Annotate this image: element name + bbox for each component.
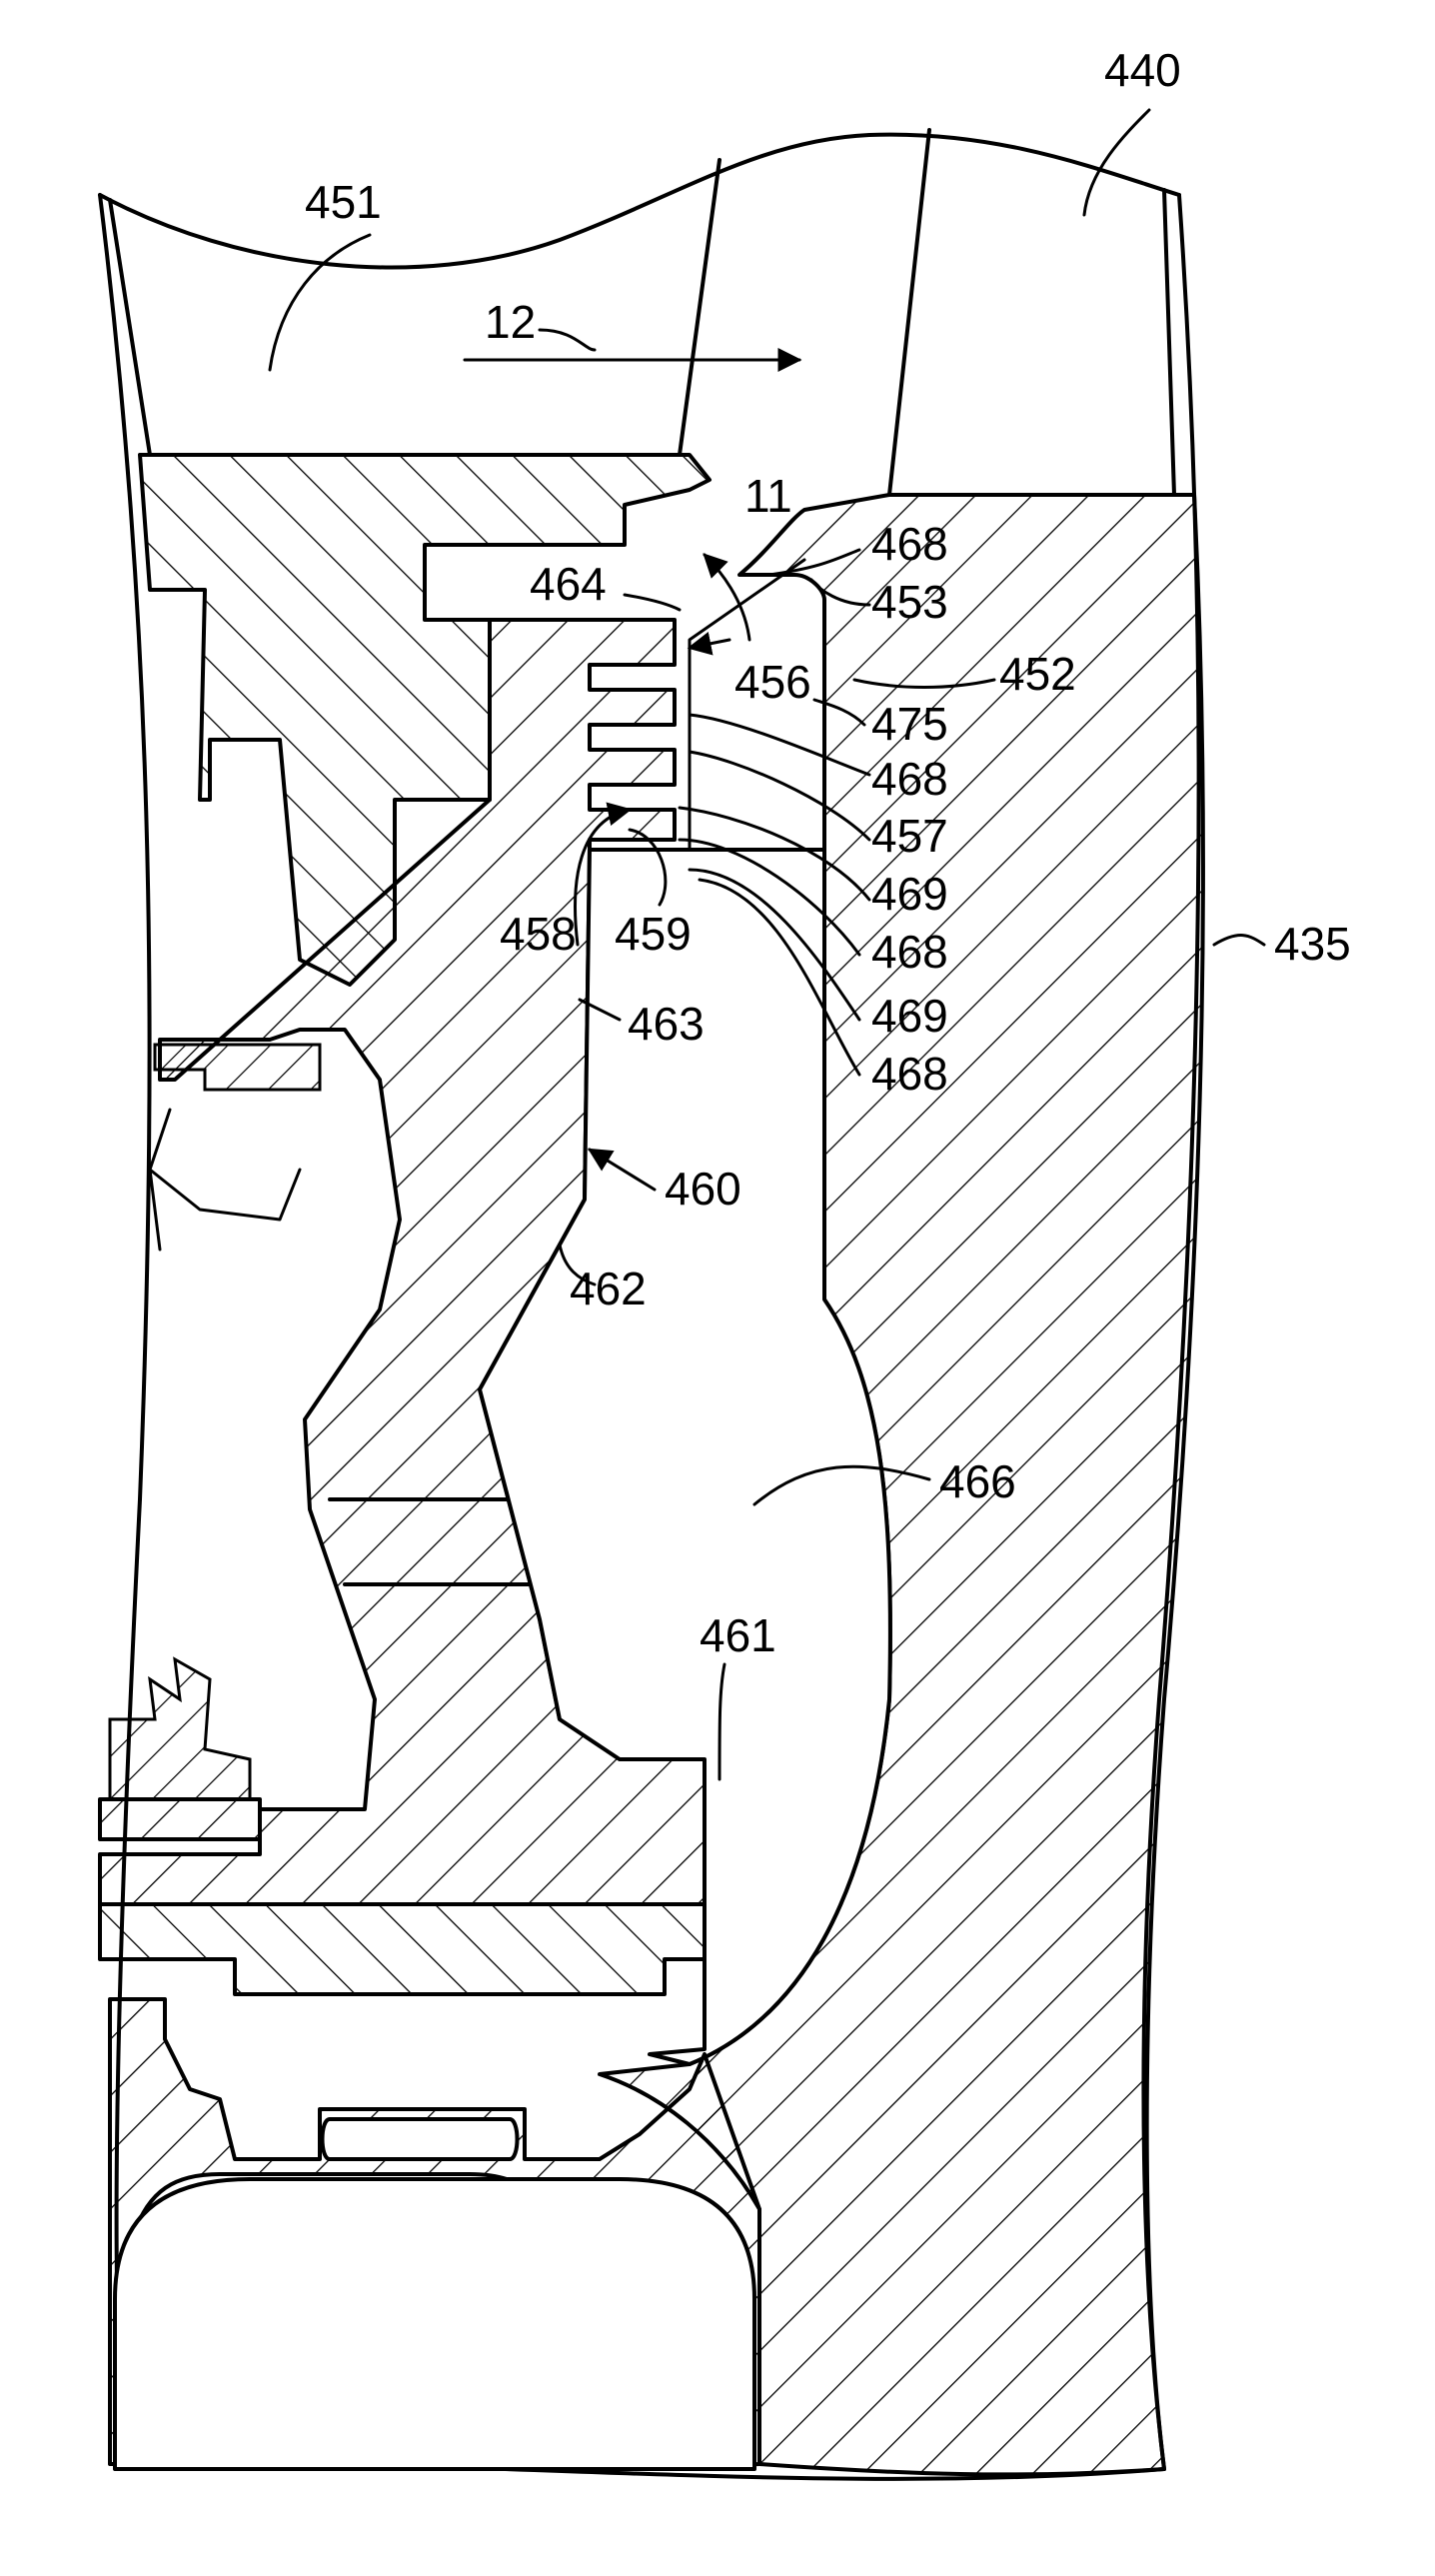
label-451: 451 — [305, 176, 382, 228]
label-468d: 468 — [871, 1048, 948, 1100]
frame-top-edge — [100, 135, 1179, 268]
stator-platform-461 — [100, 1904, 705, 1994]
vane-451-outline — [110, 160, 719, 455]
leader-464 — [625, 595, 680, 610]
label-466: 466 — [939, 1455, 1016, 1507]
leader-440 — [1084, 110, 1149, 215]
label-459: 459 — [615, 908, 692, 960]
label-462: 462 — [570, 1263, 647, 1314]
arrow-456 — [690, 640, 729, 648]
disk-bore — [115, 2179, 754, 2469]
leader-435 — [1214, 936, 1264, 945]
arrow-11 — [705, 555, 749, 640]
label-463: 463 — [628, 998, 705, 1050]
leader-12 — [540, 330, 595, 350]
label-469b: 469 — [871, 990, 948, 1042]
label-435: 435 — [1274, 918, 1351, 970]
label-461: 461 — [700, 1609, 776, 1661]
label-456: 456 — [734, 656, 811, 708]
blade-440-outline — [889, 130, 1174, 495]
label-469a: 469 — [871, 868, 948, 920]
label-458: 458 — [500, 908, 577, 960]
label-468a: 468 — [871, 518, 948, 570]
label-460: 460 — [665, 1163, 741, 1215]
label-475: 475 — [871, 698, 948, 750]
lock-plate — [155, 1045, 320, 1090]
label-452: 452 — [999, 648, 1076, 700]
label-12: 12 — [485, 296, 536, 348]
lower-retainer-slot — [323, 2119, 518, 2159]
lock-tab — [150, 1110, 300, 1250]
label-457: 457 — [871, 810, 948, 862]
label-464: 464 — [530, 558, 607, 610]
label-11: 11 — [744, 470, 792, 522]
label-468b: 468 — [871, 753, 948, 805]
leader-451 — [270, 235, 370, 370]
label-440: 440 — [1104, 44, 1181, 96]
inner-strut — [100, 1799, 260, 1839]
label-468c: 468 — [871, 926, 948, 978]
label-453: 453 — [871, 576, 948, 628]
